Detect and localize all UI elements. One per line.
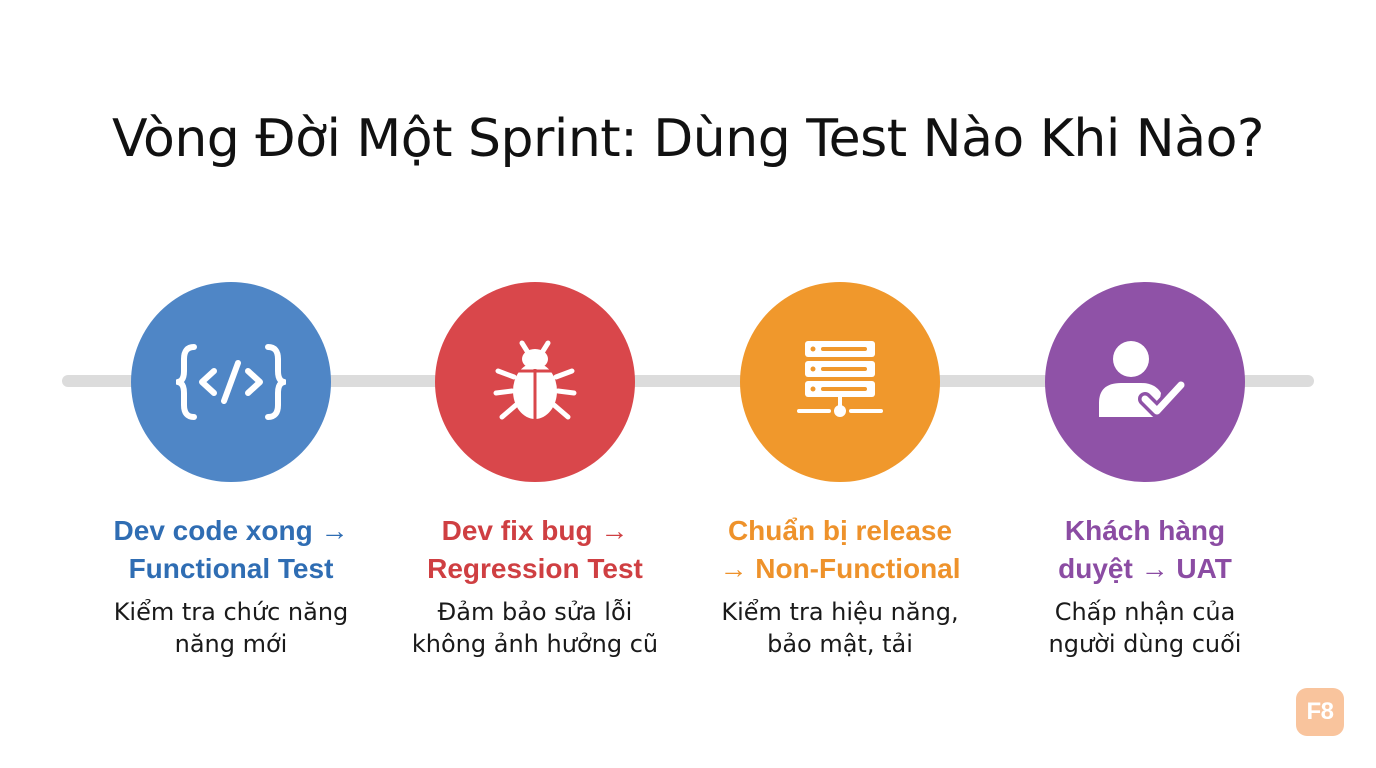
stage-circle [131,282,331,482]
stage-heading: Chuẩn bị release → Non-Functional [680,512,1000,588]
stage-description: Kiểm tra hiệu năng, bảo mật, tải [680,596,1000,660]
stage-heading: Dev code xong → Functional Test [71,512,391,588]
stage-heading-line: Chuẩn bị release [727,515,953,546]
stage-heading-line: Dev fix bug → [441,515,629,546]
stage-heading-line: Dev code xong → [113,515,349,546]
stage-description: Kiểm tra chức năng năng mới [71,596,391,660]
stage-circle [1045,282,1245,482]
stage-description-line: Kiểm tra chức năng [113,598,349,626]
stage-heading: Dev fix bug → Regression Test [375,512,695,588]
stage-heading-line: → Non-Functional [719,553,961,584]
stage-description: Đảm bảo sửa lỗi không ảnh hưởng cũ [375,596,695,660]
stage-heading-line: Khách hàng [1064,515,1226,546]
f8-logo-text: F8 [1306,698,1334,725]
stage-heading-line: Regression Test [427,553,643,584]
timeline-line [62,375,1314,387]
stage-description-line: không ảnh hưởng cũ [411,630,659,658]
stage-circle [740,282,940,482]
stage-description-line: Đảm bảo sửa lỗi [437,598,633,626]
stage-description-line: Chấp nhận của [1054,598,1236,626]
user-check-icon [1099,341,1188,418]
stage-heading-line: Functional Test [128,553,334,584]
stage-description-line: bảo mật, tải [767,630,913,658]
bug-icon [493,340,577,420]
code-icon [176,344,286,420]
stage-description-line: người dùng cuối [1048,630,1242,658]
f8-logo: F8 [1296,688,1344,736]
page-title: Vòng Đời Một Sprint: Dùng Test Nào Khi N… [111,109,1265,169]
stage-description-line: Kiểm tra hiệu năng, [721,598,959,626]
stage-heading: Khách hàng duyệt → UAT [985,512,1305,588]
stage-heading-line: duyệt → UAT [1058,553,1232,584]
server-icon [797,341,883,417]
stage-circle [435,282,635,482]
stage-description-line: năng mới [174,630,288,658]
stage-description: Chấp nhận của người dùng cuối [985,596,1305,660]
